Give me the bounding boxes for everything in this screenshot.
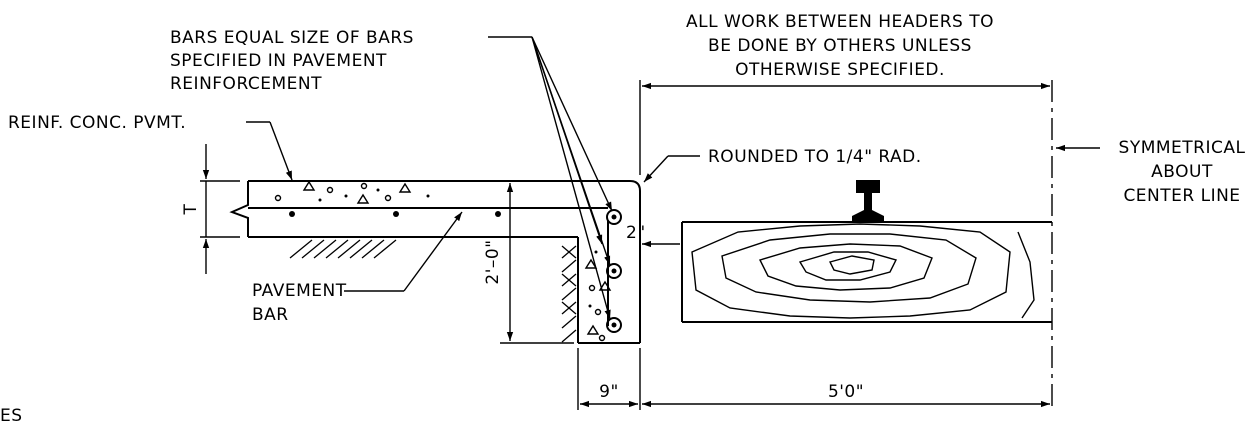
dimension-thickness: T [181, 144, 210, 274]
gap-dimension: 2" [626, 223, 646, 243]
timber-tie [681, 221, 1052, 323]
depth-dimension: 2'–0" [483, 239, 503, 284]
pavement-slab [229, 180, 641, 344]
soil-hatching [289, 239, 577, 343]
header-reinforcement [584, 209, 622, 342]
bars-note-line-1: BARS EQUAL SIZE OF BARS [170, 28, 414, 48]
extension-lines [200, 80, 1053, 410]
reinf-pvmt-label: REINF. CONC. PVMT. [8, 113, 186, 133]
dimension-depth: 2'–0" [483, 183, 514, 341]
symmetrical-note: SYMMETRICAL ABOUT CENTER LINE [1119, 138, 1246, 206]
pavement-bar-note: PAVEMENT BAR [252, 281, 347, 325]
width-dimension: 9" [599, 382, 619, 402]
symmetrical-line-3: CENTER LINE [1123, 186, 1240, 206]
work-note-line-2: BE DONE BY OTHERS UNLESS [708, 36, 972, 56]
leader-pavement-bar [344, 211, 463, 292]
pavement-bar-line-2: BAR [252, 305, 289, 325]
pavement-bar-line-1: PAVEMENT [252, 281, 347, 301]
leader-reinf-pvmt [246, 121, 293, 181]
span-dimension: 5'0" [828, 382, 864, 402]
rail-section [852, 180, 884, 222]
leader-rounded [643, 155, 700, 183]
cut-off-text: ES [0, 406, 23, 421]
dimension-bottom-span: 5'0" [642, 382, 1050, 408]
thickness-dimension: T [181, 203, 201, 215]
symmetrical-line-2: ABOUT [1151, 162, 1213, 182]
bars-note-line-2: SPECIFIED IN PAVEMENT [170, 51, 387, 71]
leader-bars [488, 36, 613, 320]
work-note-line-1: ALL WORK BETWEEN HEADERS TO [686, 12, 994, 32]
dimension-gap: 2" [626, 223, 680, 248]
rounded-label: ROUNDED TO 1/4" RAD. [708, 147, 922, 167]
work-note-line-3: OTHERWISE SPECIFIED. [735, 60, 945, 80]
symmetrical-line-1: SYMMETRICAL [1119, 138, 1246, 158]
bars-note: BARS EQUAL SIZE OF BARS SPECIFIED IN PAV… [170, 28, 414, 94]
work-note: ALL WORK BETWEEN HEADERS TO BE DONE BY O… [686, 12, 994, 80]
bars-note-line-3: REINFORCEMENT [170, 74, 322, 94]
dimension-width: 9" [580, 382, 638, 408]
